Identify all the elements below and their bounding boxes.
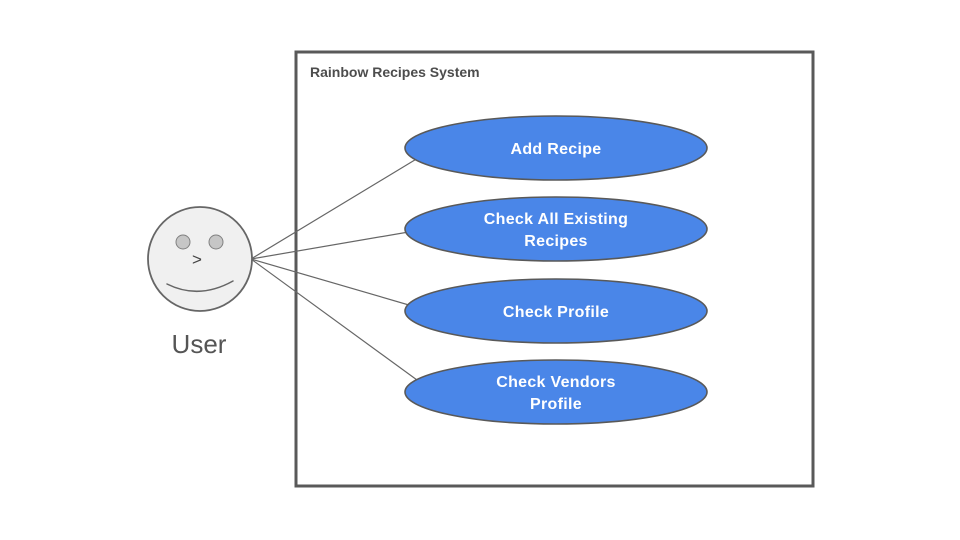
use-case-ellipse [404, 115, 708, 181]
use-case-label-line1: Check All Existing [484, 211, 628, 228]
association-line-add-recipe [250, 151, 429, 260]
use-case-check-vendors-profile: Check Vendors Profile [404, 359, 708, 425]
use-case-shapes: Add Recipe Check All Existing Recipes Ch… [404, 115, 708, 425]
association-line-check-vendors-profile [250, 258, 429, 389]
actor-nose-glyph: > [192, 250, 202, 269]
use-case-label: Check Profile [503, 304, 609, 321]
use-case-ellipse [404, 196, 708, 262]
use-case-add-recipe: Add Recipe [404, 115, 708, 181]
use-case-check-all-existing-recipes: Check All Existing Recipes [404, 196, 708, 262]
use-case-label-line2: Recipes [524, 233, 587, 250]
use-case-label-line1: Check Vendors [496, 374, 616, 391]
use-case-ellipse [404, 359, 708, 425]
association-lines [250, 151, 429, 389]
system-boundary-title: Rainbow Recipes System [310, 64, 480, 80]
use-case-check-profile: Check Profile [404, 278, 708, 344]
actor-user: > User [147, 206, 253, 359]
actor-left-eye [175, 234, 191, 250]
actor-smile [166, 280, 234, 293]
use-case-label-line2: Profile [530, 396, 582, 413]
use-case-ellipse [404, 278, 708, 344]
actor-right-eye [208, 234, 224, 250]
association-line-check-profile [250, 258, 427, 311]
actor-label: User [172, 329, 227, 359]
association-line-check-all-existing-recipes [250, 228, 427, 260]
use-case-label: Add Recipe [510, 141, 601, 158]
